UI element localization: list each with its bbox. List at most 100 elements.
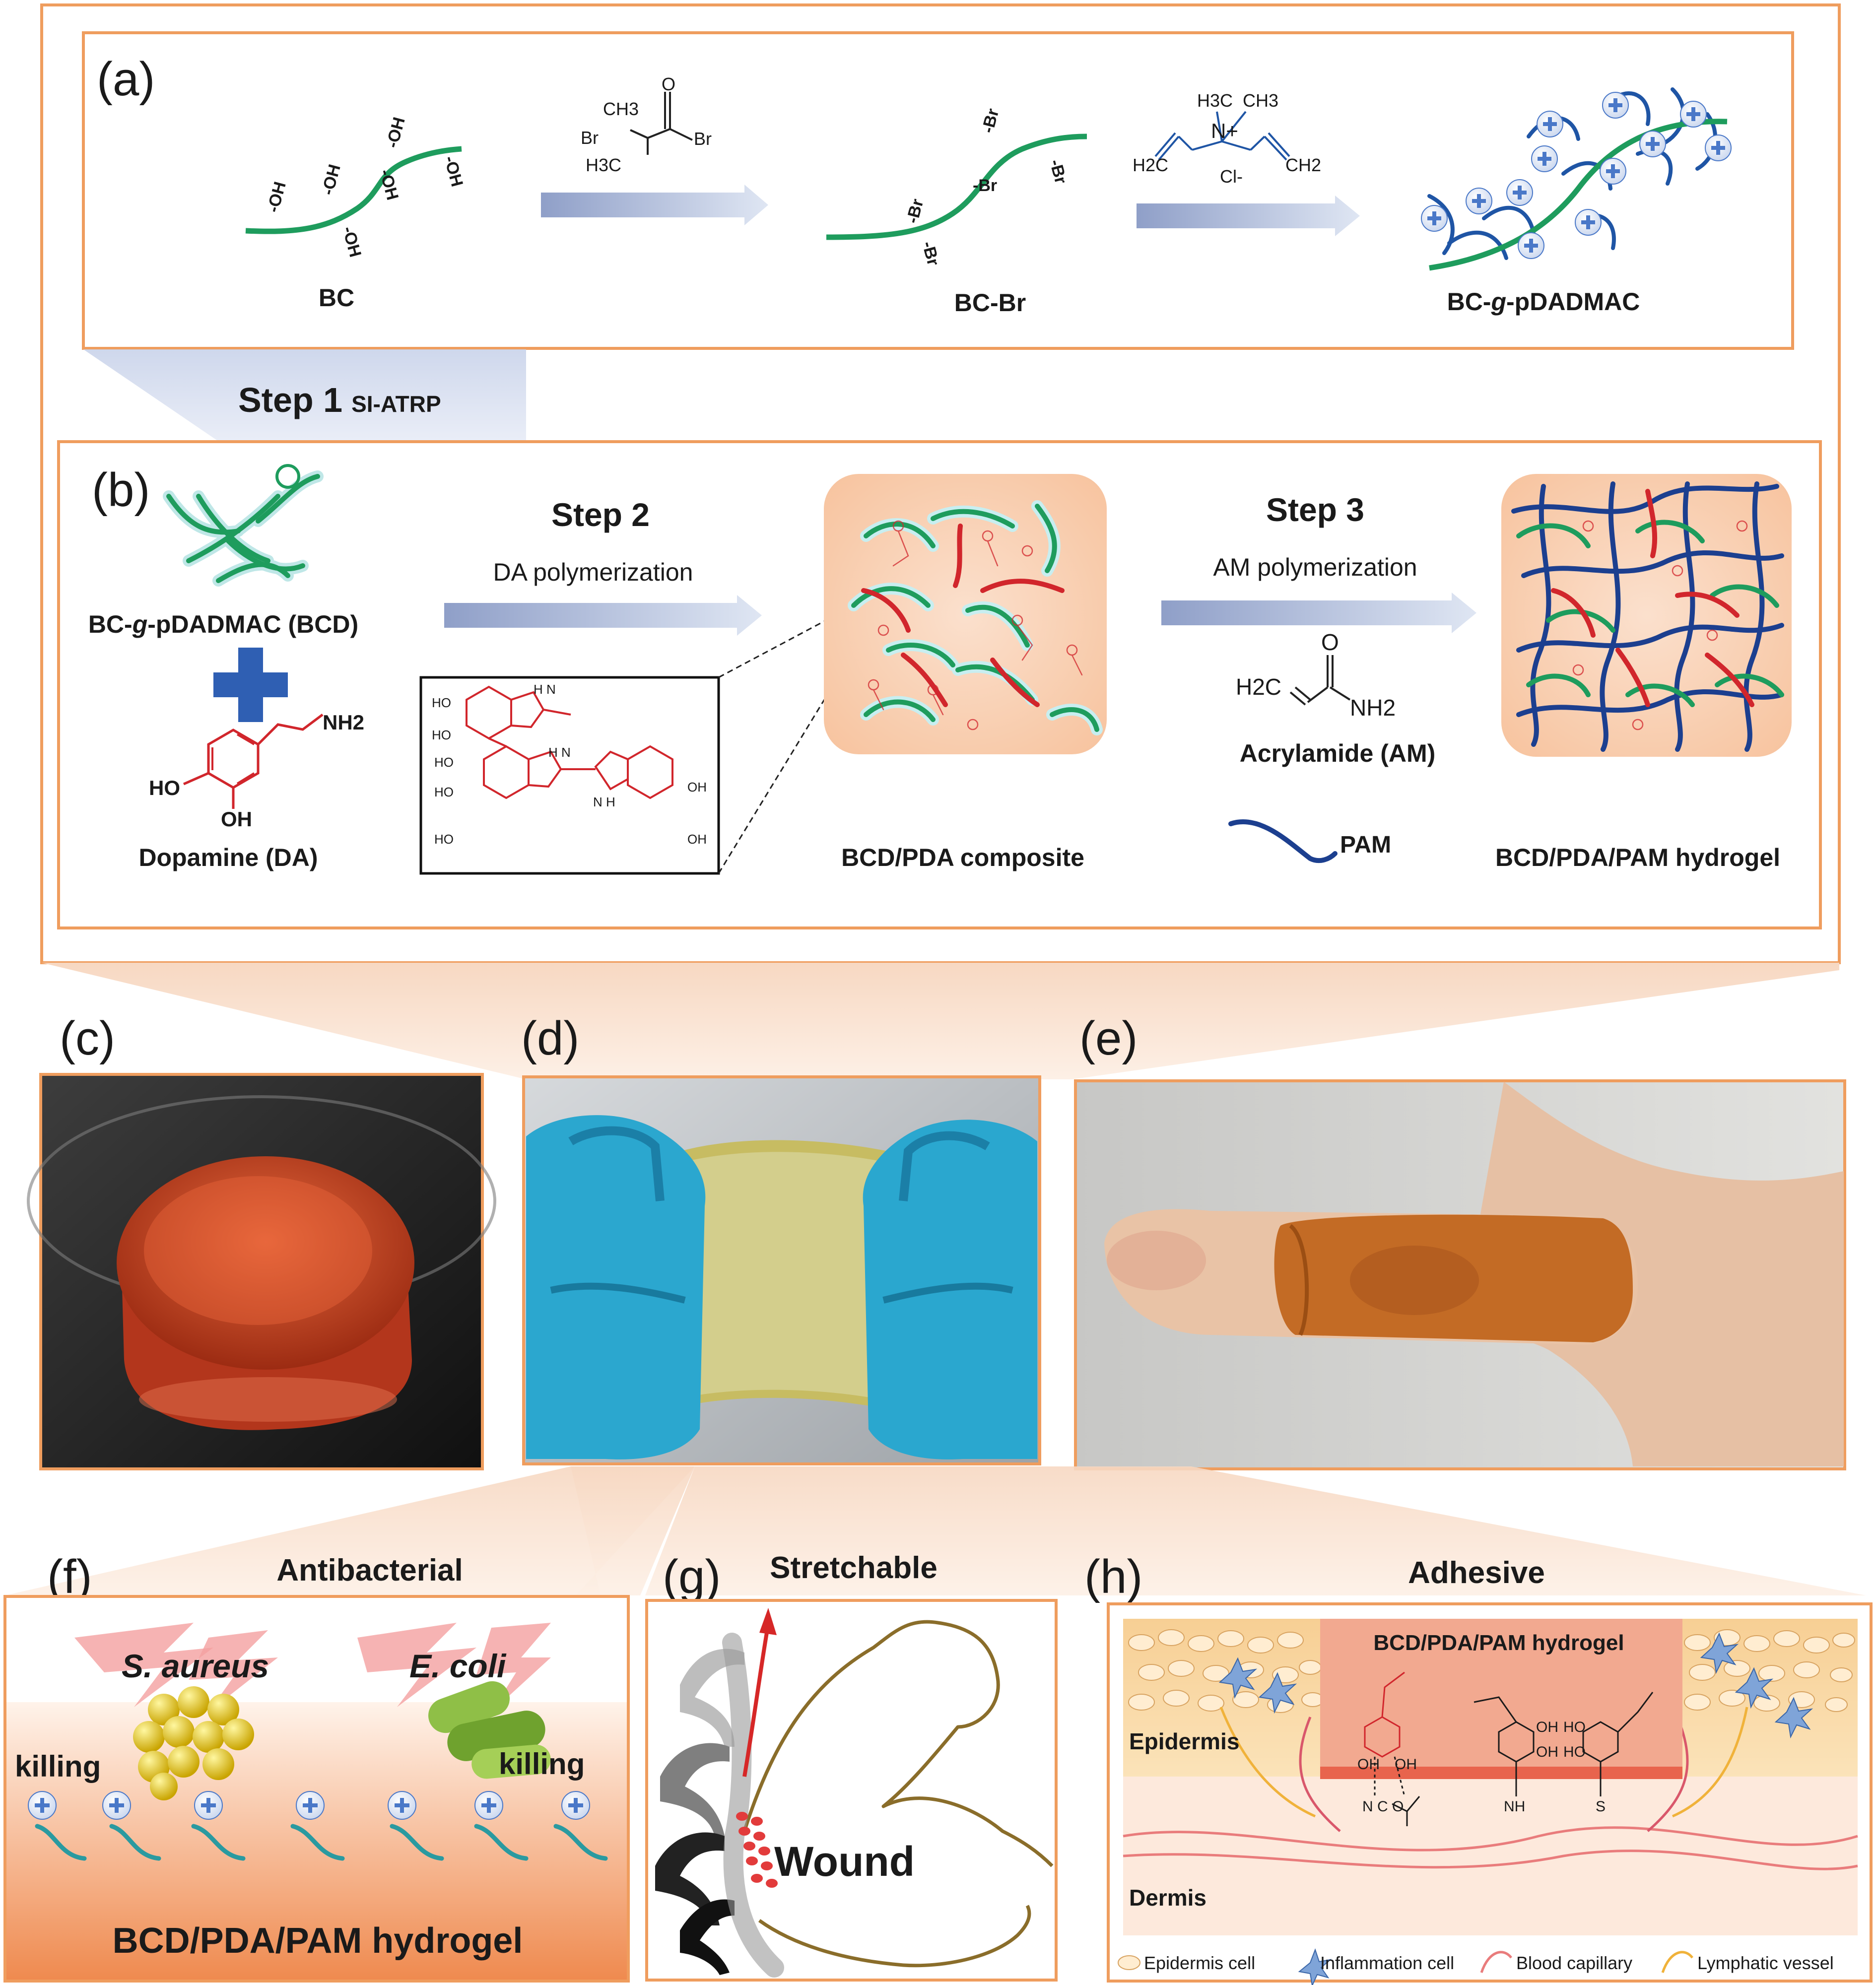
skin-legend: Epidermis cell Inflammation cell Blood c… bbox=[1118, 1948, 1834, 1985]
arrow-step-a1 bbox=[541, 185, 768, 225]
e-coli-label: E. coli bbox=[409, 1648, 507, 1684]
panel-label-d: (d) bbox=[521, 1012, 579, 1065]
panel-label-b: (b) bbox=[92, 463, 150, 517]
lymphatic-vessel-icon bbox=[1661, 1951, 1693, 1973]
funnel-left bbox=[5, 1466, 695, 1595]
s-aureus-cluster bbox=[133, 1686, 254, 1800]
adhesive-hydrogel-label: BCD/PDA/PAM hydrogel bbox=[1373, 1631, 1624, 1655]
bcd-pda-composite-box bbox=[824, 474, 1107, 754]
killing-label-left: killing bbox=[15, 1750, 101, 1783]
chem-nh: NH bbox=[1504, 1798, 1525, 1815]
chem-nco: N C O bbox=[1362, 1798, 1404, 1815]
pda-ho: HO bbox=[434, 832, 454, 847]
acrylamide-structure: O H2C NH2 bbox=[1236, 629, 1396, 721]
s-aureus-label: S. aureus bbox=[122, 1648, 269, 1684]
arm-outline bbox=[742, 1620, 1054, 1968]
inflammation-cells bbox=[1218, 1632, 1813, 1739]
panel-label-c: (c) bbox=[60, 1012, 115, 1065]
panel-label-h: (h) bbox=[1084, 1550, 1142, 1603]
am-nh2: NH2 bbox=[1350, 695, 1396, 721]
bc-backbone bbox=[1429, 119, 1728, 271]
chem-oh-3: OH bbox=[1536, 1719, 1558, 1735]
funnel-b-to-photos bbox=[42, 963, 1839, 1079]
legend-epidermis-cell: Epidermis cell bbox=[1144, 1953, 1255, 1973]
blood-capillary-icon bbox=[1480, 1951, 1512, 1973]
wound-dots bbox=[736, 1812, 778, 1888]
wound-label: Wound bbox=[774, 1838, 915, 1885]
stretchable-title: Stretchable bbox=[770, 1551, 938, 1585]
dadmac-cl: Cl- bbox=[1220, 166, 1243, 187]
plus-sign-icon bbox=[213, 648, 288, 722]
initiator-ch3: CH3 bbox=[603, 99, 639, 119]
dopamine-nh2: NH2 bbox=[323, 711, 364, 734]
arrow-step3 bbox=[1161, 593, 1476, 633]
step3-title: Step 3 bbox=[1266, 491, 1364, 528]
plus-charges bbox=[1421, 92, 1732, 259]
inflammation-cell-icon bbox=[1298, 1948, 1332, 1985]
pda-ho: HO bbox=[432, 695, 451, 710]
lightning-icon bbox=[357, 1623, 476, 1707]
lightning-icon bbox=[74, 1623, 213, 1707]
bc-structure: -OH -OH -OH -OH -OH -OH BC bbox=[245, 115, 467, 312]
arm-joint-lightgrey bbox=[680, 1649, 744, 1747]
bc-chain bbox=[245, 146, 462, 234]
arm-joint-black bbox=[680, 1899, 735, 1975]
arrow-step2 bbox=[444, 595, 762, 636]
step2-title: Step 2 bbox=[551, 496, 650, 533]
epidermis-cell-icon bbox=[1118, 1955, 1140, 1970]
panel-c-photo bbox=[27, 1073, 496, 1470]
panel-e-photo bbox=[1074, 1079, 1846, 1470]
acrylamide-label: Acrylamide (AM) bbox=[1240, 739, 1436, 767]
chem-ho-6: HO bbox=[1563, 1744, 1586, 1760]
chem-oh-2: OH bbox=[1395, 1756, 1417, 1773]
arm-joint-dark bbox=[655, 1832, 725, 1925]
step2-subtitle: DA polymerization bbox=[493, 558, 693, 586]
lightning-icon bbox=[476, 1623, 551, 1712]
arm-band bbox=[722, 1633, 784, 1978]
initiator-molecule: O CH3 Br Br H3C bbox=[581, 74, 712, 175]
bcbr-label: BC-Br bbox=[954, 289, 1026, 317]
initiator-h3c: H3C bbox=[586, 155, 621, 175]
dopamine-structure: NH2 HO OH bbox=[149, 711, 364, 831]
chem-s: S bbox=[1596, 1798, 1606, 1815]
adhesive-hydrogel-patch bbox=[1320, 1619, 1682, 1779]
bcd-label: BC-g-pDADMAC (BCD) bbox=[88, 610, 358, 638]
dadmac-n-plus: N+ bbox=[1211, 119, 1238, 142]
bc-label: BC bbox=[319, 284, 354, 312]
panel-label-a: (a) bbox=[97, 53, 155, 106]
vessels bbox=[1123, 1707, 1858, 1870]
panel-f: (f) Antibacterial S. aureus E. coli kill… bbox=[3, 1550, 630, 1983]
pda-oh: OH bbox=[687, 780, 707, 794]
funnel-a-to-b bbox=[83, 349, 526, 462]
initiator-br-right: Br bbox=[694, 129, 712, 149]
chem-ho-5: HO bbox=[1563, 1719, 1586, 1735]
bcd-network-icon bbox=[163, 464, 324, 587]
chem-oh-4: OH bbox=[1536, 1744, 1558, 1760]
dopamine-ho: HO bbox=[149, 776, 180, 799]
epidermis-label: Epidermis bbox=[1129, 1728, 1239, 1754]
lightning-icon bbox=[189, 1630, 278, 1712]
bc-g-pdadmac-label: BC-g-pDADMAC bbox=[1447, 288, 1640, 316]
legend-blood-capillary: Blood capillary bbox=[1516, 1953, 1632, 1973]
funnel-photos-to-bottom bbox=[571, 1466, 1866, 1595]
composite-label: BCD/PDA composite bbox=[841, 844, 1084, 871]
initiator-o: O bbox=[662, 74, 675, 94]
dadmac-monomer: H3C CH3 N+ Cl- H2C CH2 bbox=[1133, 90, 1321, 187]
pam-legend-label: PAM bbox=[1340, 832, 1391, 858]
antibacterial-hydrogel-label: BCD/PDA/PAM hydrogel bbox=[113, 1921, 523, 1961]
panel-label-f: (f) bbox=[47, 1550, 92, 1603]
step3-subtitle: AM polymerization bbox=[1213, 553, 1417, 581]
hydrogel-label: BCD/PDA/PAM hydrogel bbox=[1495, 844, 1780, 871]
dopamine-oh: OH bbox=[221, 807, 252, 831]
pam-legend-curve bbox=[1228, 819, 1338, 863]
killing-label-right: killing bbox=[499, 1747, 585, 1781]
adhesion-chemistry bbox=[1364, 1671, 1654, 1826]
panel-d-photo bbox=[522, 1075, 1041, 1465]
panel-a: (a) -OH -OH -OH -OH -OH -OH BC O bbox=[82, 31, 1794, 350]
panel-label-e: (e) bbox=[1079, 1012, 1138, 1065]
panel-b: (b) BC-g-pDADMAC (BCD) bbox=[57, 440, 1822, 929]
dadmac-methyls: H3C CH3 bbox=[1197, 90, 1278, 111]
e-coli-cluster bbox=[428, 1681, 551, 1779]
